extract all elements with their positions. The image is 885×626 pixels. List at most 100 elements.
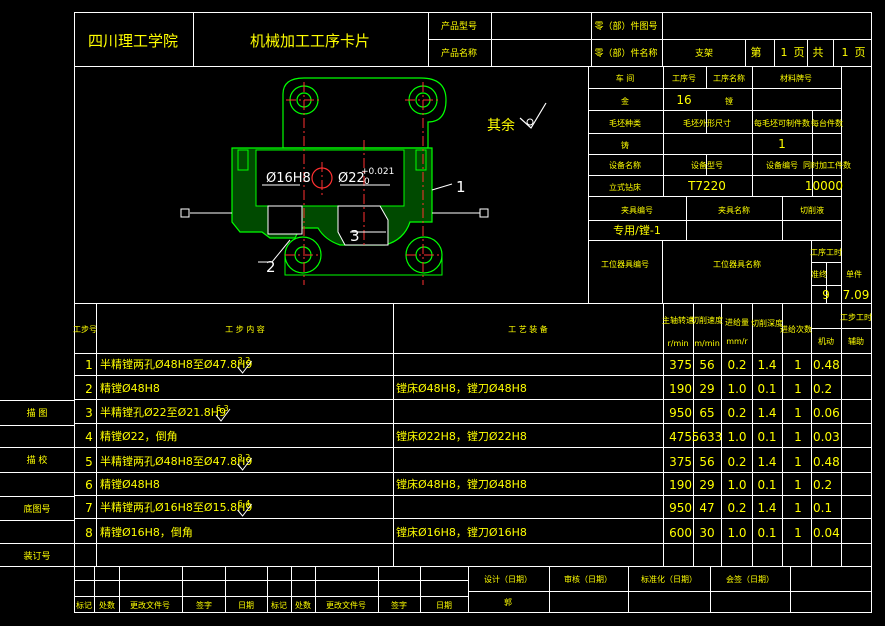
sheet-unit-1: 页 xyxy=(794,46,805,59)
side-base-no: 底图号 xyxy=(23,503,50,515)
step-cut-speed: 29 xyxy=(699,478,714,492)
step-time: 0.1 xyxy=(813,501,832,515)
step-equipment: 镗床Ø48H8，镗刀Ø48H8 xyxy=(396,381,527,395)
hours-std-value: 9 xyxy=(822,288,830,302)
step-depth: 1.4 xyxy=(757,455,776,469)
equip-name-label: 设备名称 xyxy=(609,160,641,170)
step-passes: 1 xyxy=(794,406,802,420)
workshop-value: 金 xyxy=(621,96,629,106)
sheet-label-1: 第 xyxy=(751,45,762,59)
footer-standard: 标准化（日期） xyxy=(641,574,697,584)
equip-model-value: T7220 xyxy=(687,179,726,193)
step-no: 7 xyxy=(85,501,93,515)
step-speed: 950 xyxy=(669,501,692,515)
step-depth: 0.1 xyxy=(757,526,776,540)
step-feed: 1.0 xyxy=(727,382,746,396)
blank-type-value: 铸 xyxy=(621,140,629,150)
step-depth: 0.1 xyxy=(757,478,776,492)
step-feed: 1.0 xyxy=(727,478,746,492)
per-blank-label: 每毛坯可制件数 xyxy=(754,118,810,128)
blank-size-label: 毛坯外形尺寸 xyxy=(683,118,731,128)
step-cut-speed: 56 xyxy=(699,358,714,372)
step-no: 5 xyxy=(85,455,93,469)
sheet-label-2: 共 xyxy=(813,46,824,59)
step-cut-speed: 56 xyxy=(699,455,714,469)
footer-docno-1: 更改文件号 xyxy=(130,600,170,610)
per-blank-value: 1 xyxy=(778,137,786,151)
side-binding-no: 装订号 xyxy=(23,550,50,562)
step-time: 0.48 xyxy=(813,455,840,469)
step-roughness-mark xyxy=(215,408,231,422)
per-unit-label: 每台件数 xyxy=(811,118,843,128)
step-cut-speed: 47 xyxy=(699,501,714,515)
step-speed: 190 xyxy=(669,382,692,396)
step-passes: 1 xyxy=(794,430,802,444)
part-name-label: 零（部）件名称 xyxy=(594,47,657,59)
card-title: 机械加工工序卡片 xyxy=(250,32,370,50)
footer-date-2: 日期 xyxy=(436,601,452,610)
side-draw: 描 图 xyxy=(27,407,48,419)
coolant-label: 切削液 xyxy=(800,205,824,215)
step-roughness-mark xyxy=(237,503,252,517)
equip-model-label: 设备型号 xyxy=(691,160,723,170)
step-time: 0.03 xyxy=(813,430,840,444)
step-time: 0.04 xyxy=(813,526,840,540)
hours-header: 工步工时 xyxy=(840,312,872,322)
step-no: 6 xyxy=(85,478,93,492)
fixture-no-value: 专用/镗-1 xyxy=(613,223,661,237)
sheet-unit-2: 页 xyxy=(855,46,866,59)
callout-2: 2 xyxy=(266,258,276,276)
passes-header: 进给次数 xyxy=(780,324,812,334)
step-depth: 1.4 xyxy=(757,406,776,420)
footer-sign: 会签（日期） xyxy=(726,574,774,584)
depth-header: 切削深度 xyxy=(751,318,783,328)
blank-type-label: 毛坯种类 xyxy=(609,118,641,128)
footer-mark-1: 标记 xyxy=(76,600,92,610)
part-number-label: 零（部）件图号 xyxy=(594,20,657,32)
step-depth: 1.4 xyxy=(757,501,776,515)
hours-unit-label: 单件 xyxy=(846,269,862,279)
sheet-no: 1 xyxy=(781,46,788,59)
step-cut-speed: 29 xyxy=(699,382,714,396)
step-speed: 375 xyxy=(669,358,692,372)
side-check: 描 校 xyxy=(27,454,48,466)
step-no: 3 xyxy=(85,406,93,420)
step-passes: 1 xyxy=(794,501,802,515)
step-cut-speed: 5633 xyxy=(692,430,723,444)
rest-label: 其余 xyxy=(487,117,515,134)
step-content: 精镗Ø48H8 xyxy=(100,477,160,491)
step-speed: 475 xyxy=(669,430,692,444)
cut-speed-header: 切削速度 xyxy=(691,315,723,325)
step-no-header: 工步号 xyxy=(73,325,97,334)
school-name: 四川理工学院 xyxy=(88,32,178,50)
dim-22: Ø22 xyxy=(338,171,365,186)
callout-3: 3 xyxy=(350,227,360,245)
step-no: 8 xyxy=(85,526,93,540)
step-time: 0.48 xyxy=(813,358,840,372)
step-passes: 1 xyxy=(794,478,802,492)
step-content: 精镗Ø48H8 xyxy=(100,381,160,395)
step-depth: 0.1 xyxy=(757,382,776,396)
tol-lower: 0 xyxy=(364,177,370,187)
step-time: 0.2 xyxy=(813,478,832,492)
step-speed: 950 xyxy=(669,406,692,420)
simul-count-value: 10000 xyxy=(805,179,843,193)
step-cut-speed: 30 xyxy=(699,526,714,540)
step-roughness-mark xyxy=(237,360,252,374)
dim-16h8: Ø16H8 xyxy=(266,171,311,186)
hours-label: 工序工时 xyxy=(810,247,842,257)
footer-review: 审核（日期） xyxy=(564,574,612,584)
step-depth: 0.1 xyxy=(757,430,776,444)
footer-docno-2: 更改文件号 xyxy=(326,600,366,610)
step-speed: 600 xyxy=(669,526,692,540)
step-roughness-value: 6.3 xyxy=(216,404,229,413)
step-content: 半精镗两孔Ø48H8至Ø47.8H9 xyxy=(100,454,252,468)
step-speed: 375 xyxy=(669,455,692,469)
step-feed: 1.0 xyxy=(727,526,746,540)
speed-header: 主轴转速 xyxy=(662,315,694,325)
step-content: 半精镗孔Ø22至Ø21.8H9 xyxy=(100,405,226,419)
step-equipment: 镗床Ø48H8，镗刀Ø48H8 xyxy=(396,477,527,491)
part-name-value: 支架 xyxy=(695,47,713,59)
hours-std-label: 准终 xyxy=(811,269,827,279)
